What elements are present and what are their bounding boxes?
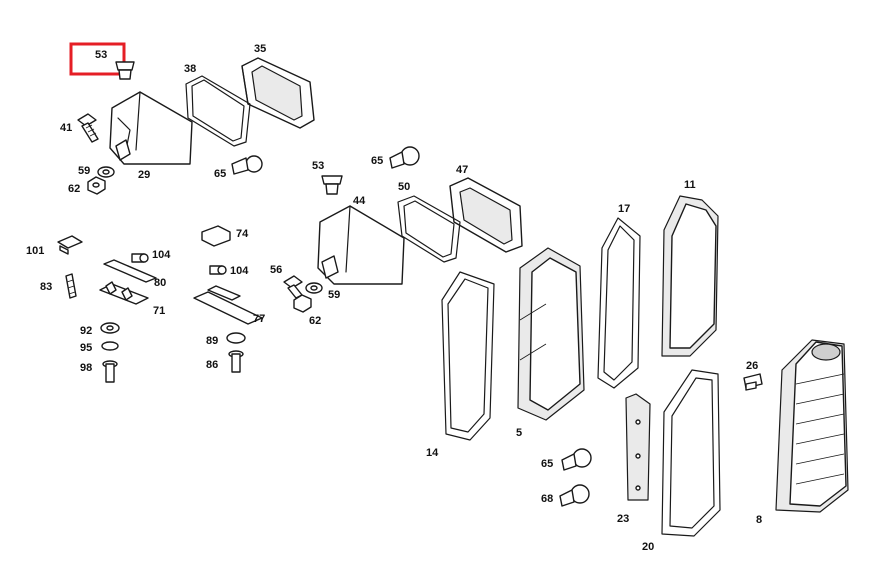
callout-47: 47 (456, 164, 468, 176)
part-98-screw[interactable] (102, 360, 118, 383)
part-17-gasket[interactable] (597, 217, 641, 389)
part-29-housing[interactable] (109, 91, 193, 165)
callout-68: 68 (541, 493, 553, 505)
part-71-holder[interactable] (99, 281, 149, 305)
part-47-frame[interactable] (449, 177, 523, 253)
callout-38: 38 (184, 63, 196, 75)
part-104-bulb-a[interactable] (131, 253, 149, 263)
part-53-plug-b[interactable] (321, 175, 343, 195)
callout-83: 83 (40, 281, 52, 293)
part-104-bulb-b[interactable] (209, 265, 227, 275)
callout-92: 92 (80, 325, 92, 337)
part-65-bulb-a[interactable] (231, 155, 263, 175)
part-11-lens[interactable] (661, 195, 719, 357)
part-56-screw[interactable] (283, 275, 303, 299)
callout-59: 59 (78, 165, 90, 177)
part-83-screw[interactable] (65, 273, 77, 299)
callout-104: 104 (152, 249, 171, 261)
part-38-gasket[interactable] (185, 75, 251, 147)
callout-35: 35 (254, 43, 266, 55)
callout-11: 11 (684, 179, 696, 191)
callout-53: 53 (312, 160, 324, 172)
callout-101: 101 (26, 245, 44, 257)
part-80-strip[interactable] (103, 259, 157, 283)
callout-89: 89 (206, 335, 218, 347)
callout-41: 41 (60, 122, 72, 134)
callout-59: 59 (328, 289, 340, 301)
part-62-nut-a[interactable] (87, 176, 106, 195)
callout-23: 23 (617, 513, 629, 525)
callout-53: 53 (95, 49, 107, 61)
part-101-clip[interactable] (57, 235, 83, 255)
callout-71: 71 (153, 305, 165, 317)
callout-26: 26 (746, 360, 758, 372)
part-86-screw[interactable] (228, 350, 244, 373)
callout-50: 50 (398, 181, 410, 193)
part-23-strip[interactable] (625, 393, 651, 501)
part-68-bulb[interactable] (559, 484, 590, 507)
part-20-gasket[interactable] (661, 369, 721, 537)
callout-62: 62 (309, 315, 321, 327)
part-50-gasket[interactable] (397, 195, 461, 263)
callout-104: 104 (230, 265, 249, 277)
callout-62: 62 (68, 183, 80, 195)
part-59-washer-b[interactable] (305, 282, 323, 294)
part-62-nut-b[interactable] (293, 294, 312, 313)
part-8-lamp[interactable] (775, 339, 849, 513)
callout-8: 8 (756, 514, 762, 526)
part-92-grommet[interactable] (100, 322, 120, 334)
callout-44: 44 (353, 195, 366, 207)
callout-95: 95 (80, 342, 92, 354)
callout-65: 65 (541, 458, 553, 470)
part-26-plug[interactable] (743, 373, 763, 391)
part-14-gasket[interactable] (441, 271, 495, 441)
part-35-frame[interactable] (241, 57, 315, 129)
callout-56: 56 (270, 264, 282, 276)
callout-98: 98 (80, 362, 92, 374)
callout-14: 14 (426, 447, 439, 459)
part-5-lens[interactable] (517, 247, 585, 421)
callout-20: 20 (642, 541, 654, 553)
callout-65: 65 (214, 168, 226, 180)
callout-17: 17 (618, 203, 630, 215)
part-74-socket[interactable] (201, 225, 231, 247)
callout-86: 86 (206, 359, 218, 371)
part-95-washer[interactable] (101, 341, 119, 351)
highlight-box (69, 42, 126, 76)
part-59-washer-a[interactable] (97, 166, 115, 178)
part-77-bracket[interactable] (193, 285, 263, 325)
part-65-bulb-c[interactable] (561, 448, 592, 471)
part-53-plug[interactable] (115, 61, 135, 80)
part-41-screw[interactable] (77, 113, 99, 143)
callout-74: 74 (236, 228, 249, 240)
callout-29: 29 (138, 169, 150, 181)
callout-5: 5 (516, 427, 522, 439)
callout-80: 80 (154, 277, 166, 289)
callout-77: 77 (253, 313, 265, 325)
part-44-housing[interactable] (317, 205, 405, 285)
callout-65: 65 (371, 155, 383, 167)
part-65-bulb-b[interactable] (389, 146, 420, 169)
part-89-grommet[interactable] (226, 332, 246, 344)
